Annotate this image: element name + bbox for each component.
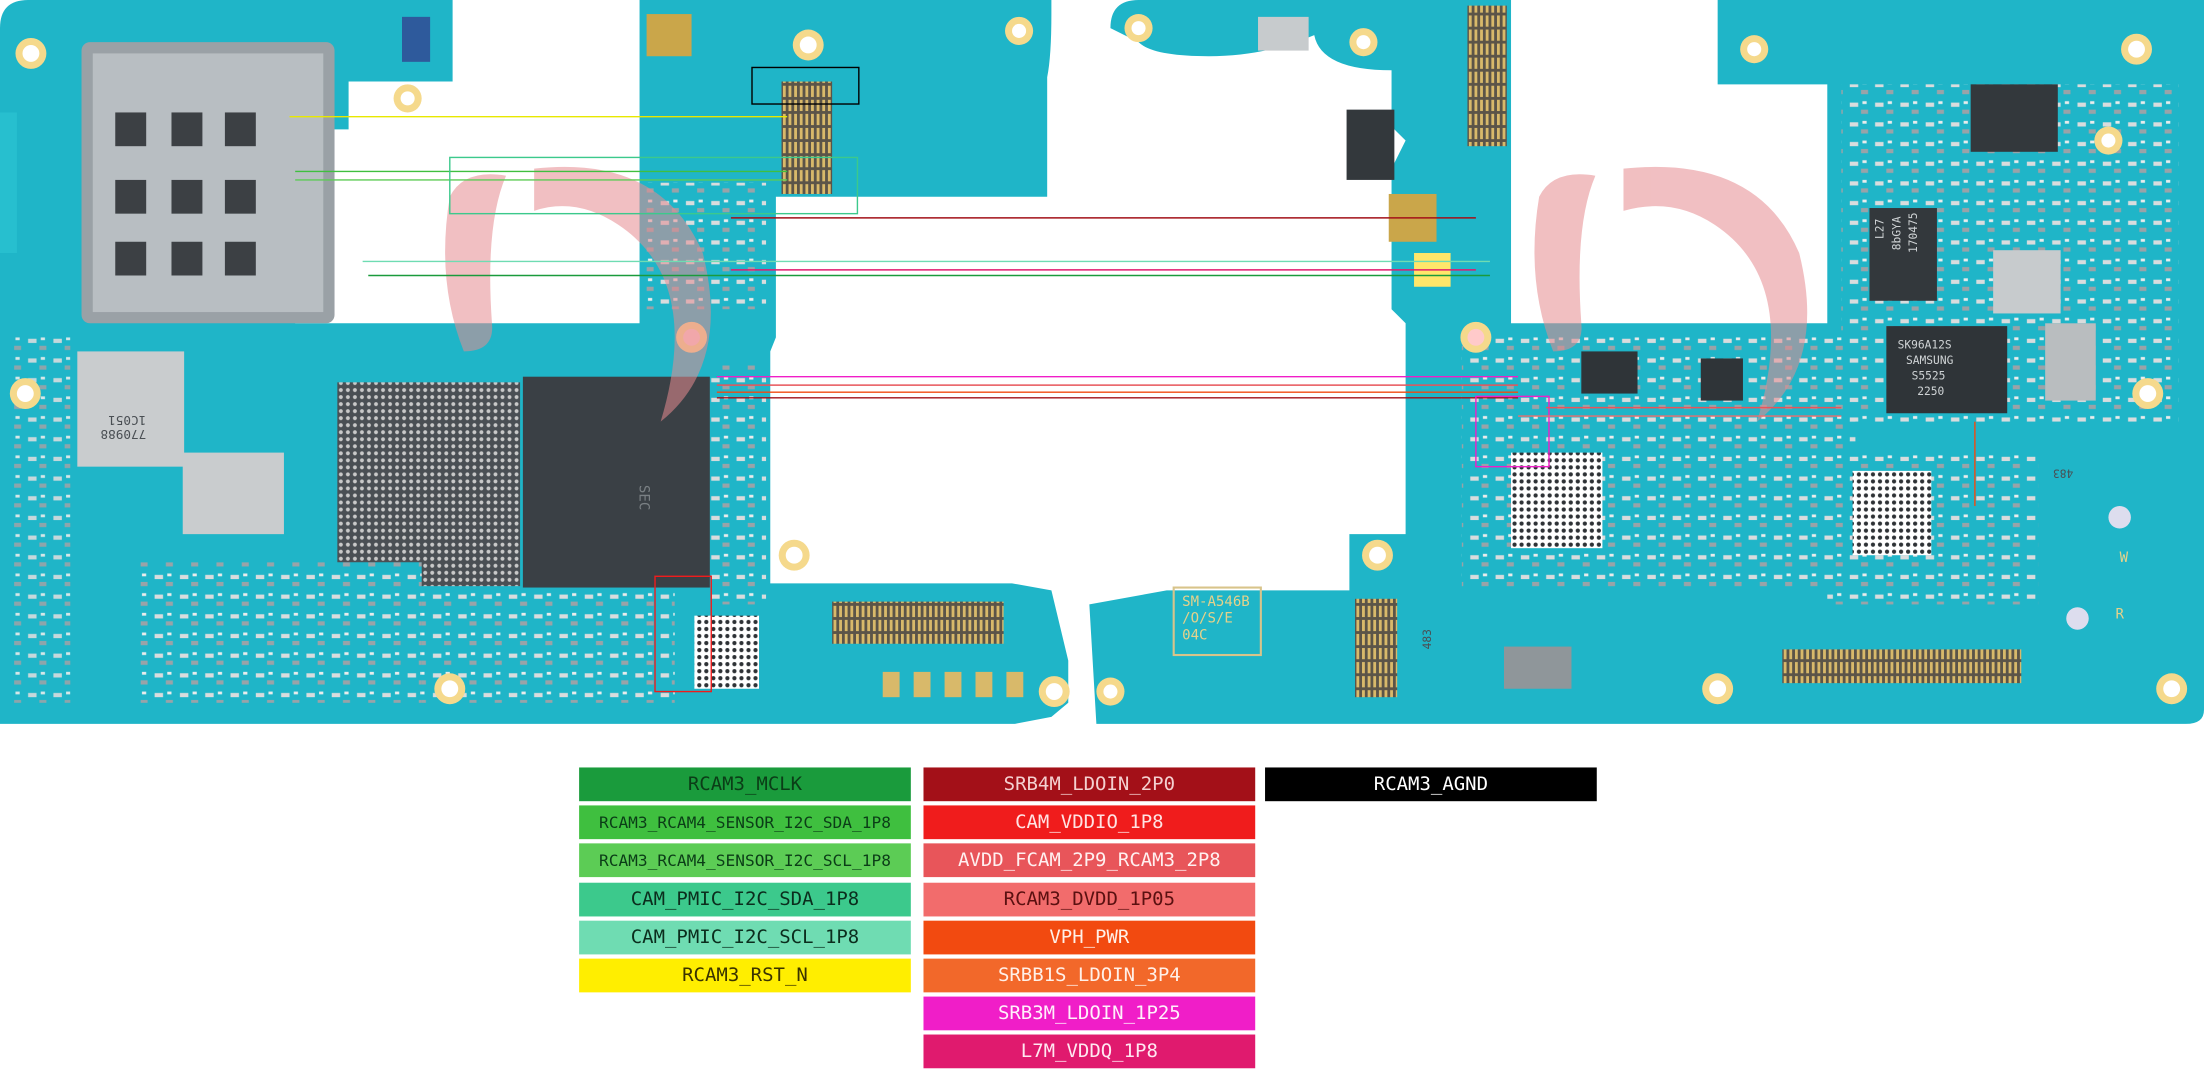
code-label: 04C — [1182, 628, 1207, 644]
label-483b: 483 — [2053, 466, 2073, 479]
silkscreen: SM-A546B /O/S/E 04C SEC 770988 1C051 SK9… — [101, 212, 2129, 649]
legend-item-cam-pmic-i2c-sda-1p8: CAM_PMIC_I2C_SDA_1P8 — [579, 882, 911, 916]
pmic-marking-2: SAMSUNG — [1906, 354, 1954, 367]
legend-item-avdd-fcam-2p9-rcam3-2p8: AVDD_FCAM_2P9_RCAM3_2P8 — [923, 843, 1256, 878]
legend-item-cam-pmic-i2c-scl-1p8: CAM_PMIC_I2C_SCL_1P8 — [579, 920, 911, 955]
pmic-marking-3: S5525 — [1912, 370, 1946, 383]
sim-contacts — [115, 112, 256, 276]
watermark — [445, 166, 1808, 422]
legend-item-vph-pwr: VPH_PWR — [923, 920, 1256, 955]
pmic2-marking-1: L27 — [1874, 219, 1887, 239]
legend-item-rcam3-rst-n: RCAM3_RST_N — [579, 958, 911, 993]
legend-item-rcam3-rcam4-sensor-i2c-sda-1p8: RCAM3_RCAM4_SENSOR_I2C_SDA_1P8 — [579, 805, 911, 840]
legend-item-srb3m-ldoin-1p25: SRB3M_LDOIN_1P25 — [923, 996, 1256, 1031]
r-label: R — [2115, 606, 2124, 622]
model-label: SM-A546B — [1182, 594, 1250, 610]
legend-item-rcam3-rcam4-sensor-i2c-scl-1p8: RCAM3_RCAM4_SENSOR_I2C_SCL_1P8 — [579, 843, 911, 878]
left-board — [0, 0, 1070, 724]
pmic-marking-4: 2250 — [1917, 385, 1944, 398]
legend-item-srb4m-ldoin-2p0: SRB4M_LDOIN_2P0 — [923, 767, 1256, 802]
signal-traces — [289, 66, 1976, 693]
legend-item-srbb1s-ldoin-3p4: SRBB1S_LDOIN_3P4 — [923, 958, 1256, 993]
w-label: W — [2120, 550, 2129, 566]
label-483: 483 — [1421, 629, 1434, 649]
pmic-marking-1: SK96A12S — [1898, 339, 1952, 352]
legend-item-l7m-vddq-1p8: L7M_VDDQ_1P8 — [923, 1035, 1256, 1069]
legend-item-rcam3-agnd: RCAM3_AGND — [1265, 767, 1597, 802]
pmic2-marking-2: 8bGYA — [1890, 216, 1903, 250]
ram-marking: 770988 — [101, 427, 147, 442]
revision-label: /O/S/E — [1182, 611, 1233, 627]
legend-item-rcam3-mclk: RCAM3_MCLK — [579, 767, 911, 802]
right-board — [1089, 0, 2204, 724]
soc-marking: SEC — [636, 485, 652, 510]
pmic2-marking-3: 170475 — [1907, 212, 1920, 253]
ram-marking-2: 1C051 — [108, 413, 146, 428]
legend-item-rcam3-dvdd-1p05: RCAM3_DVDD_1P05 — [923, 882, 1256, 916]
legend-item-cam-vddio-1p8: CAM_VDDIO_1P8 — [923, 805, 1256, 840]
